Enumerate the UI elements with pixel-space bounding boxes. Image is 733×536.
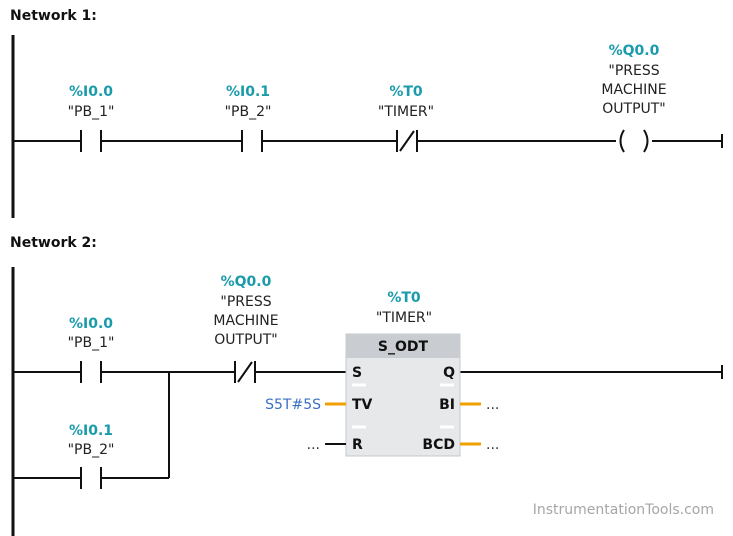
timer-r-value[interactable]: ... — [307, 437, 320, 453]
network-1-title: Network 1: — [10, 8, 97, 24]
timer-address: %T0 — [387, 290, 421, 306]
network-1-coil-press-output[interactable] — [619, 129, 649, 153]
watermark: InstrumentationTools.com — [533, 502, 714, 518]
network-2-contact-1-address: %I0.0 — [69, 316, 113, 332]
network-1-contact-2-address: %I0.1 — [226, 84, 270, 100]
network-1-contact-3-address: %T0 — [389, 84, 423, 100]
timer-bcd-value[interactable]: ... — [486, 437, 499, 453]
network-2-contact-pb2[interactable] — [80, 467, 102, 489]
network-2-title: Network 2: — [10, 235, 97, 251]
timer-pin-bi: BI — [439, 397, 455, 413]
timer-pin-s: S — [352, 365, 362, 381]
network-1-coil-symbol-line-2: MACHINE — [601, 82, 666, 98]
timer-pin-bcd: BCD — [422, 437, 455, 453]
timer-symbol: "TIMER" — [376, 310, 432, 326]
network-2-contact-2-symbol: "PB_2" — [68, 442, 115, 458]
network-2-contact-3-symbol-line-2: MACHINE — [213, 313, 278, 329]
network-2-contact-pb1[interactable] — [80, 361, 102, 383]
network-1-contact-timer-nc[interactable] — [396, 130, 418, 152]
timer-block-s-odt[interactable] — [345, 333, 461, 457]
timer-bi-value[interactable]: ... — [486, 397, 499, 413]
timer-pin-q: Q — [443, 365, 455, 381]
network-1-contact-pb1[interactable] — [80, 130, 102, 152]
timer-pin-tv: TV — [352, 397, 373, 413]
network-2-contact-2-address: %I0.1 — [69, 423, 113, 439]
network-1-contact-1-address: %I0.0 — [69, 84, 113, 100]
network-2-contact-3-symbol-line-3: OUTPUT" — [214, 332, 278, 348]
network-1-contact-1-symbol: "PB_1" — [68, 104, 115, 120]
network-2-contact-press-output-nc[interactable] — [234, 361, 256, 383]
network-2-contact-3-address: %Q0.0 — [221, 274, 272, 290]
network-1-contact-3-symbol: "TIMER" — [378, 104, 434, 120]
timer-pin-r: R — [352, 437, 363, 453]
network-1-contact-2-symbol: "PB_2" — [225, 104, 272, 120]
network-1-coil-symbol-line-3: OUTPUT" — [602, 101, 666, 117]
network-2-contact-3-symbol-line-1: "PRESS — [220, 294, 271, 310]
network-1-contact-pb2[interactable] — [241, 130, 263, 152]
timer-block-name: S_ODT — [378, 339, 429, 355]
network-1-coil-address: %Q0.0 — [609, 43, 660, 59]
timer-tv-value[interactable]: S5T#5S — [265, 397, 321, 413]
network-1-coil-symbol-line-1: "PRESS — [608, 63, 659, 79]
network-2-contact-1-symbol: "PB_1" — [68, 335, 115, 351]
